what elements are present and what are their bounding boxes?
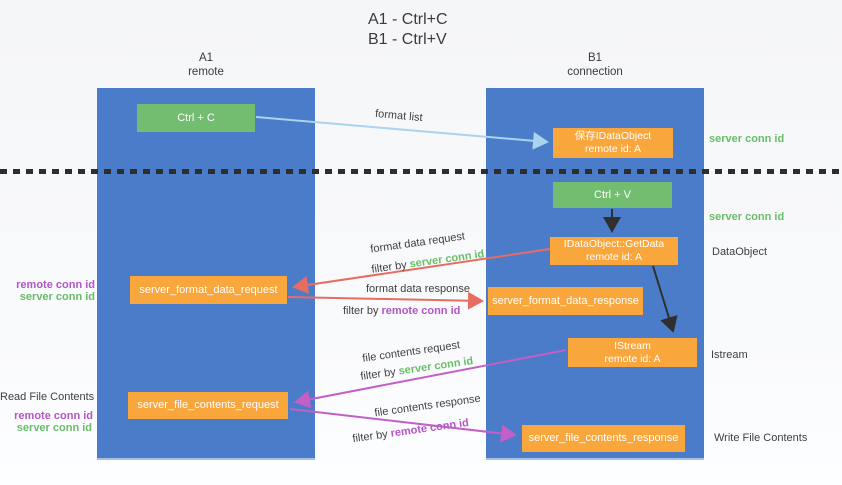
node-server-format-data-response: server_format_data_response — [488, 287, 643, 315]
label-file-contents-response: file contents response — [373, 392, 482, 420]
label-write-file-contents: Write File Contents — [714, 432, 808, 444]
lane-b1-name: B1 — [587, 52, 603, 64]
filter-key-remote-conn-1: remote conn id — [381, 305, 461, 317]
filter-key-server-conn-1: server conn id — [408, 248, 486, 271]
diagram-title: A1 - Ctrl+C B1 - Ctrl+V — [368, 10, 448, 50]
label-remote-conn-id-left-top: remote conn id — [16, 279, 95, 291]
lane-header-b1: B1 connection — [486, 51, 704, 79]
node-istream: IStream remote id: A — [568, 338, 697, 367]
node-server-file-contents-request-label: server_file_contents_request — [137, 399, 279, 411]
filter-by-prefix-4: filter by — [351, 427, 392, 446]
node-server-file-contents-response: server_file_contents_response — [522, 425, 685, 452]
node-save-idataobject: 保存IDataObject remote id: A — [553, 128, 673, 158]
filter-key-server-conn-2: server conn id — [397, 355, 475, 378]
node-save-idataobject-line2: remote id: A — [584, 143, 642, 155]
lane-a1-subtitle: remote — [188, 66, 224, 78]
arrow-format-data-response — [287, 291, 484, 310]
node-save-idataobject-line1: 保存IDataObject — [574, 130, 652, 142]
node-idataobject-getdata: IDataObject::GetData remote id: A — [550, 237, 678, 265]
title-line-2: B1 - Ctrl+V — [368, 31, 447, 48]
filter-by-prefix-1: filter by — [370, 258, 411, 276]
label-server-conn-id-left-top: server conn id — [19, 291, 95, 303]
lane-b1-subtitle: connection — [567, 66, 623, 78]
node-istream-line1: IStream — [614, 339, 651, 352]
label-server-conn-id-right-mid: server conn id — [709, 211, 785, 223]
node-ctrl-v-label: Ctrl + V — [594, 188, 631, 201]
dashed-separator — [0, 169, 842, 174]
label-filter-by-remote-conn-2: filter by remote conn id — [352, 417, 470, 445]
label-format-data-response: format data response — [366, 283, 470, 295]
label-dataobject: DataObject — [712, 246, 768, 258]
node-server-file-contents-response-label: server_file_contents_response — [528, 432, 679, 444]
lane-a1-name: A1 — [198, 52, 214, 64]
node-idataobject-getdata-line2: remote id: A — [585, 251, 643, 263]
title-line-1: A1 - Ctrl+C — [368, 11, 448, 28]
node-idataobject-getdata-line1: IDataObject::GetData — [563, 238, 665, 250]
label-server-conn-id-left-bottom: server conn id — [16, 422, 92, 434]
label-filter-by-remote-conn-1: filter by remote conn id — [343, 305, 460, 317]
node-ctrl-c-label: Ctrl + C — [177, 111, 215, 124]
node-istream-line2: remote id: A — [604, 352, 661, 365]
node-ctrl-v: Ctrl + V — [553, 182, 672, 208]
label-istream: Istream — [711, 349, 748, 361]
label-server-conn-id-right-top: server conn id — [709, 133, 785, 145]
node-ctrl-c: Ctrl + C — [137, 104, 255, 132]
node-server-format-data-request-label: server_format_data_request — [139, 283, 278, 296]
node-server-format-data-request: server_format_data_request — [130, 276, 287, 304]
label-remote-conn-id-left-bottom: remote conn id — [14, 410, 93, 422]
lane-header-a1: A1 remote — [97, 51, 315, 79]
filter-key-remote-conn-2: remote conn id — [389, 416, 470, 440]
filter-by-prefix-2: filter by — [343, 305, 382, 317]
label-read-file-contents: Read File Contents — [0, 391, 95, 403]
node-server-format-data-response-label: server_format_data_response — [492, 294, 639, 307]
label-format-list: format list — [374, 107, 424, 125]
node-server-file-contents-request: server_file_contents_request — [128, 392, 288, 419]
filter-by-prefix-3: filter by — [359, 365, 400, 383]
